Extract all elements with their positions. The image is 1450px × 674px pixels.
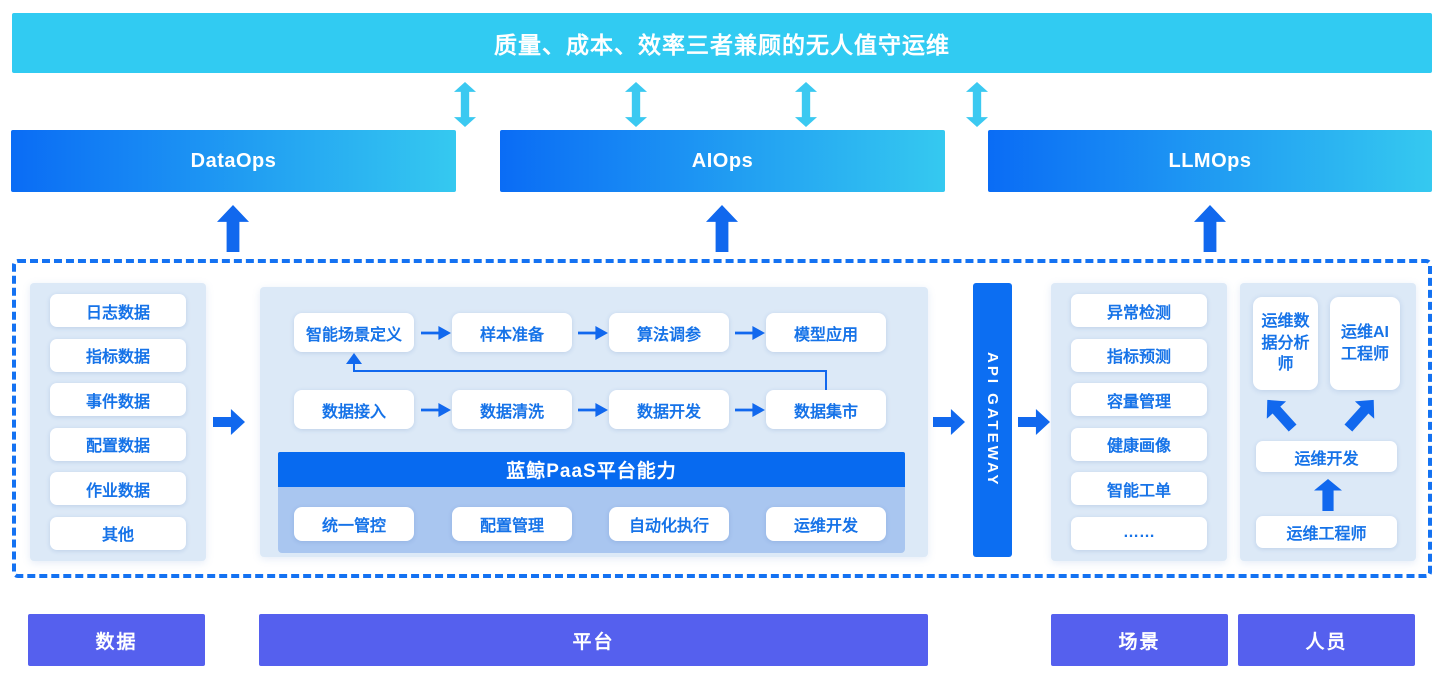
data-source-item: 事件数据	[50, 383, 186, 417]
data-source-item: 配置数据	[50, 427, 186, 461]
paas-capability-item: 自动化执行	[609, 507, 729, 541]
up-arrow-icon	[706, 205, 738, 252]
category-bar-data: 数据	[28, 614, 205, 666]
category-label: 人员	[1305, 631, 1348, 653]
people-panel: 运维数据分析师 运维AI工程师 运维开发 运维工程师	[1240, 283, 1416, 561]
data-flow-step: 数据接入	[294, 390, 414, 429]
data-flow-step: 数据集市	[766, 390, 886, 429]
ops-engineer-pill: 运维工程师	[1256, 516, 1397, 548]
flow-arrow-icon	[578, 326, 608, 340]
data-source-item: 其他	[50, 516, 186, 550]
llmops-bar: LLMOps	[988, 130, 1432, 192]
feedback-arrowhead-icon	[346, 353, 362, 364]
scene-item: 指标预测	[1071, 338, 1207, 372]
paas-capability-item: 统一管控	[294, 507, 414, 541]
feedback-line	[825, 370, 827, 390]
data-flow-step: 数据开发	[609, 390, 729, 429]
data-source-item: 作业数据	[50, 472, 186, 506]
role-box: 运维AI工程师	[1330, 297, 1400, 390]
ai-flow-step: 模型应用	[766, 313, 886, 352]
aiops-bar: AIOps	[500, 130, 945, 192]
category-label: 数据	[95, 631, 138, 653]
flow-arrow-icon	[421, 326, 451, 340]
paas-capability-bar: 蓝鲸PaaS平台能力	[278, 452, 905, 487]
double-arrow-icon	[795, 82, 817, 127]
paas-capability-item: 运维开发	[766, 507, 886, 541]
scene-item: 健康画像	[1071, 427, 1207, 461]
feedback-line	[353, 370, 827, 372]
up-arrow-icon	[1194, 205, 1226, 252]
flow-arrow-icon	[735, 403, 765, 417]
data-source-item: 日志数据	[50, 294, 186, 328]
diagonal-arrow-icon	[1258, 391, 1303, 437]
data-flow-step: 数据清洗	[452, 390, 572, 429]
ops-dev-pill: 运维开发	[1256, 441, 1397, 472]
platform-panel: 智能场景定义 样本准备 算法调参 模型应用 数据接入 数据清洗 数据开发 数据集…	[260, 287, 928, 557]
flow-arrow-icon	[421, 403, 451, 417]
data-sources-panel: 日志数据 指标数据 事件数据 配置数据 作业数据 其他	[30, 283, 206, 561]
api-gateway-label: API GATEWAY	[984, 352, 1001, 488]
scene-item: ……	[1071, 516, 1207, 550]
category-label: 场景	[1118, 631, 1161, 653]
paas-capability-title: 蓝鲸PaaS平台能力	[506, 461, 677, 482]
llmops-label: LLMOps	[1168, 149, 1252, 172]
ai-flow-step: 样本准备	[452, 313, 572, 352]
data-source-item: 指标数据	[50, 338, 186, 372]
dataops-bar: DataOps	[11, 130, 456, 192]
goal-banner: 质量、成本、效率三者兼顾的无人值守运维	[12, 13, 1432, 73]
double-arrow-icon	[454, 82, 476, 127]
scene-item: 容量管理	[1071, 383, 1207, 417]
up-arrow-icon	[217, 205, 249, 252]
aiops-label: AIOps	[691, 149, 754, 172]
category-label: 平台	[572, 631, 615, 653]
ai-flow-step: 算法调参	[609, 313, 729, 352]
role-box: 运维数据分析师	[1253, 297, 1318, 390]
scene-item: 异常检测	[1071, 294, 1207, 328]
flow-arrow-icon	[578, 403, 608, 417]
double-arrow-icon	[966, 82, 988, 127]
dataops-label: DataOps	[190, 149, 277, 172]
up-arrow-icon	[1314, 479, 1342, 511]
category-bar-people: 人员	[1238, 614, 1415, 666]
category-bar-platform: 平台	[259, 614, 928, 666]
paas-capability-item: 配置管理	[452, 507, 572, 541]
scene-item: 智能工单	[1071, 472, 1207, 506]
double-arrow-icon	[625, 82, 647, 127]
api-gateway-bar: API GATEWAY	[973, 283, 1012, 557]
ai-flow-step: 智能场景定义	[294, 313, 414, 352]
core-dashed-container	[12, 259, 1432, 578]
flow-arrow-icon	[735, 326, 765, 340]
goal-banner-title: 质量、成本、效率三者兼顾的无人值守运维	[494, 32, 950, 58]
feedback-line	[353, 363, 355, 371]
category-bar-scene: 场景	[1051, 614, 1228, 666]
diagonal-arrow-icon	[1339, 391, 1384, 437]
scenes-panel: 异常检测 指标预测 容量管理 健康画像 智能工单 ……	[1051, 283, 1227, 561]
